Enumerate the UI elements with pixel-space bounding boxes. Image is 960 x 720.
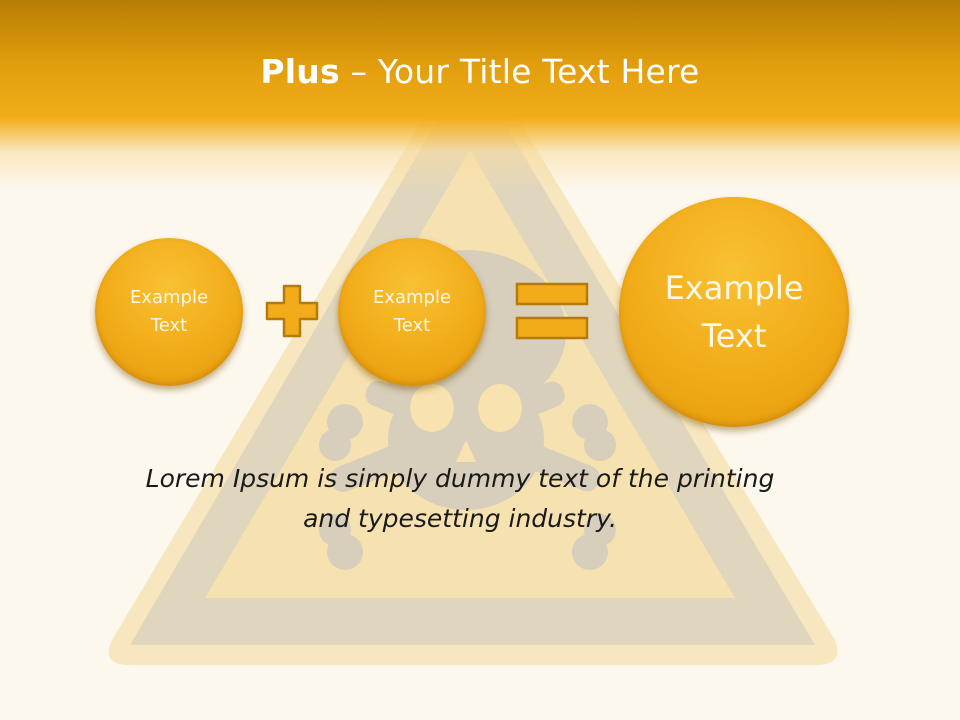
body-line-2: and typesetting industry. [303,504,617,533]
plus-icon [265,284,319,338]
slide-title: Plus – Your Title Text Here [0,52,960,91]
circle-1-line-1: Example [129,287,209,308]
equals-icon [515,282,589,340]
circle-3-line-1: Example [664,269,804,307]
title-bar [0,0,960,190]
body-text: Lorem Ipsum is simply dummy text of the … [90,459,830,539]
circle-2-line-2: Text [393,315,431,336]
circle-1-line-2: Text [150,315,188,336]
body-line-1: Lorem Ipsum is simply dummy text of the … [145,464,775,493]
title-rest: – Your Title Text Here [339,52,700,91]
circle-2-line-1: Example [372,287,452,308]
title-bold: Plus [260,52,340,91]
circle-3-line-2: Text [701,317,767,355]
